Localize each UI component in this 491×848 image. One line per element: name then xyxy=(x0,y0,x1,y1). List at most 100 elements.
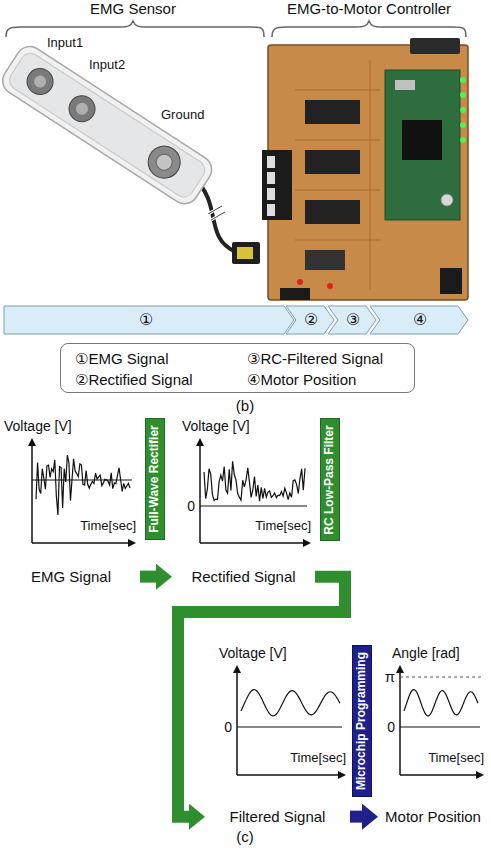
axis-arrowhead xyxy=(303,539,311,547)
stage-chevron: ④ xyxy=(370,306,468,334)
signal-plot: Angle [rad] π 0Time[sec] Motor Position xyxy=(378,645,488,829)
section-heading: EMG Sensor xyxy=(89,0,177,17)
plot-caption: Rectified Signal xyxy=(172,568,315,585)
axis-arrowhead xyxy=(28,438,36,446)
zero-line xyxy=(237,727,342,728)
axis-label: Angle [rad] xyxy=(392,645,460,661)
plot-axes xyxy=(205,645,350,829)
section-brackets xyxy=(6,21,466,37)
controller-board-photo xyxy=(395,80,415,90)
x-axis xyxy=(32,542,130,544)
x-axis xyxy=(237,774,340,776)
axis-label: Voltage [V] xyxy=(219,645,287,661)
y-axis xyxy=(199,444,201,543)
controller-board-photo xyxy=(441,194,453,206)
controller-board-photo xyxy=(267,156,275,168)
emg-sensor-photo xyxy=(208,206,225,220)
emg-sensor-photo xyxy=(32,73,49,90)
signal-key-box: ①EMG Signal ③RC-Filtered Signal ②Rectified… xyxy=(60,343,415,393)
stage-chevron: ① xyxy=(4,306,294,334)
stage-chevron: ③ xyxy=(328,306,376,334)
chevron-shape xyxy=(286,306,334,334)
panel-tag: (c) xyxy=(235,828,255,845)
electrode-label: Input1 xyxy=(46,36,84,51)
chevron-shape xyxy=(370,306,468,334)
axis-arrowhead xyxy=(196,438,204,446)
axis-label: Time[sec] xyxy=(80,519,136,534)
axis-label: Time[sec] xyxy=(428,751,484,766)
stage-number: ④ xyxy=(413,311,427,329)
axis-arrowhead xyxy=(128,539,136,547)
process-name: RC Low-Pass Filter xyxy=(323,425,337,534)
plot-caption: Motor Position xyxy=(378,808,488,825)
flow-arrow xyxy=(140,571,156,583)
emg-sensor-photo xyxy=(142,140,186,184)
emg-sensor-photo xyxy=(6,50,209,201)
zero-line xyxy=(200,506,307,507)
tick-label: 0 xyxy=(187,498,195,514)
controller-board-photo xyxy=(267,204,275,216)
y-axis xyxy=(399,671,401,775)
controller-board-photo xyxy=(460,77,466,83)
process-name: Full-Wave Rectifier xyxy=(148,425,162,533)
plot-caption: EMG Signal xyxy=(2,568,140,585)
controller-board-photo xyxy=(460,107,466,113)
controller-board-photo xyxy=(280,288,310,300)
controller-board-photo xyxy=(327,283,333,289)
controller-board-photo xyxy=(305,200,360,224)
plot-caption: Filtered Signal xyxy=(205,808,350,825)
section-brackets xyxy=(272,21,466,37)
axis-arrowhead xyxy=(476,771,484,779)
controller-board-photo xyxy=(267,188,275,200)
key-entry: ①EMG Signal xyxy=(75,350,168,367)
process-bar: Microchip Programming xyxy=(352,645,372,797)
signal-plot: Voltage [V] 0Time[sec] Rectified Signal xyxy=(172,418,315,590)
section-brackets xyxy=(6,21,264,37)
emg-sensor-photo xyxy=(153,151,175,173)
flow-arrow xyxy=(178,577,345,817)
process-bar: RC Low-Pass Filter xyxy=(320,418,340,541)
emg-sensor-photo xyxy=(196,180,236,252)
controller-board-photo xyxy=(385,70,460,220)
stage-chevron: ② xyxy=(286,306,334,334)
tick-label: π xyxy=(385,668,395,685)
signal-plot: Voltage [V] Time[sec] EMG Signal xyxy=(2,418,140,590)
controller-board-photo xyxy=(267,172,275,184)
section-heading: EMG-to-Motor Controller xyxy=(286,0,452,17)
controller-board-photo xyxy=(295,60,380,290)
controller-board-photo xyxy=(460,122,466,128)
controller-board-photo xyxy=(305,150,360,174)
controller-board-photo xyxy=(297,279,303,285)
emg-sensor-photo xyxy=(22,64,58,100)
emg-sensor-photo xyxy=(0,41,217,209)
controller-board-photo xyxy=(460,137,466,143)
tick-label: 0 xyxy=(224,719,232,735)
controller-board-photo xyxy=(262,150,292,220)
key-entry: ③RC-Filtered Signal xyxy=(247,350,383,367)
axis-label: Voltage [V] xyxy=(4,418,72,434)
panel-tag: (b) xyxy=(235,397,255,414)
axis-arrowhead xyxy=(233,665,241,673)
plot-axes xyxy=(2,418,140,590)
controller-board-photo xyxy=(410,38,460,54)
signal-plot: Voltage [V] 0Time[sec] Filtered Signal xyxy=(205,645,350,829)
chevron-shape xyxy=(4,306,294,334)
signal-trace xyxy=(241,690,340,716)
emg-sensor-photo xyxy=(0,41,217,209)
controller-board-photo xyxy=(268,45,468,300)
controller-board-photo xyxy=(305,100,360,124)
signal-trace xyxy=(36,455,130,515)
tick-label: 0 xyxy=(387,719,395,735)
flow-arrow xyxy=(350,811,362,823)
stage-number: ② xyxy=(304,311,318,329)
controller-board-photo xyxy=(305,250,345,270)
key-entry: ②Rectified Signal xyxy=(75,371,193,388)
signal-trace xyxy=(404,690,478,716)
stage-number: ③ xyxy=(346,311,360,329)
axis-arrowhead xyxy=(338,771,346,779)
axis-label: Time[sec] xyxy=(255,519,311,534)
axis-label: Voltage [V] xyxy=(182,418,250,434)
axis-label: Time[sec] xyxy=(290,751,346,766)
process-name: Microchip Programming xyxy=(355,652,369,790)
